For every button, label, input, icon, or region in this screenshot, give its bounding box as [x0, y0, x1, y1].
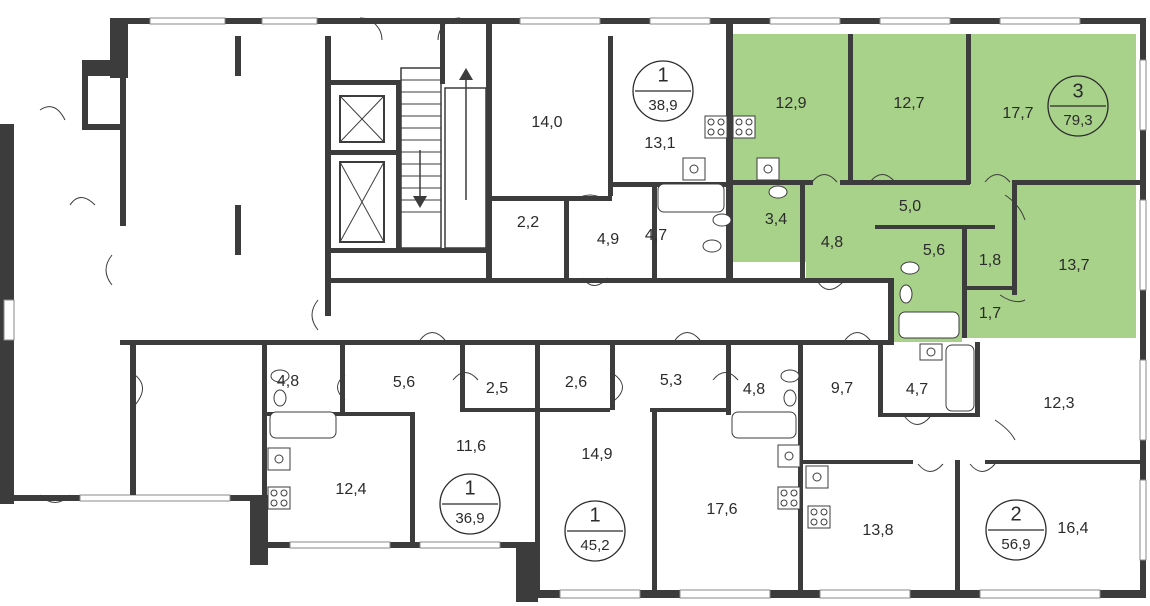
apartment-badge[interactable]: 3 79,3 [1047, 75, 1109, 137]
room-area: 5,6 [393, 374, 415, 391]
apartment-total-area: 38,9 [648, 97, 677, 114]
room-area: 17,6 [706, 501, 737, 518]
sink-icon [267, 157, 943, 489]
room-area: 9,7 [831, 380, 853, 397]
room-area: 12,7 [893, 95, 924, 112]
room-area: 1,8 [979, 252, 1001, 269]
room-area: 5,6 [923, 242, 945, 259]
room-area: 11,6 [456, 438, 486, 455]
apartment-total-area: 45,2 [580, 537, 609, 554]
room-area: 1,7 [979, 305, 1001, 322]
staircase [400, 67, 487, 249]
room-area: 4,8 [821, 234, 843, 251]
apartment-total-area: 56,9 [1001, 536, 1030, 553]
interior-walls [120, 24, 1140, 595]
room-area: 3,4 [765, 211, 787, 228]
room-area: 2,6 [565, 374, 587, 391]
room-area: 4,7 [906, 381, 928, 398]
apartment-badge[interactable]: 1 45,2 [564, 500, 626, 562]
room-area: 4,8 [277, 373, 299, 390]
room-area: 12,9 [775, 95, 806, 112]
room-area: 4,8 [743, 381, 765, 398]
room-area: 13,1 [644, 135, 675, 152]
apartment-total-area: 79,3 [1063, 112, 1092, 129]
room-labels: 14,0 13,1 2,2 4,9 4,7 12,9 12,7 17,7 3,4… [277, 95, 1090, 539]
room-area: 12,4 [335, 481, 366, 498]
room-area: 12,3 [1043, 395, 1074, 412]
apartment-total-area: 36,9 [455, 510, 484, 527]
apartment-badge[interactable]: 1 38,9 [632, 60, 694, 122]
room-area: 13,7 [1058, 257, 1089, 274]
room-area: 14,9 [581, 446, 612, 463]
room-area: 2,2 [517, 214, 539, 231]
room-area: 13,8 [862, 522, 893, 539]
room-area: 16,4 [1057, 520, 1088, 537]
elevator-icon [339, 95, 385, 243]
apartment-rooms: 1 [657, 64, 668, 86]
toilet-icon [270, 185, 920, 407]
apartment-rooms: 3 [1072, 80, 1083, 102]
bathtub-icon [269, 183, 975, 439]
apartment-rooms: 1 [589, 504, 600, 526]
room-area: 14,0 [531, 114, 562, 131]
room-area: 17,7 [1002, 105, 1033, 122]
room-area: 4,9 [597, 231, 619, 248]
room-area: 5,0 [899, 198, 921, 215]
arrow-up-icon [459, 68, 473, 200]
room-area: 4,7 [645, 227, 667, 244]
arrow-down-icon [413, 150, 427, 208]
apartment-rooms: 2 [1010, 503, 1021, 525]
apartment-rooms: 1 [464, 477, 475, 499]
apartment-badge[interactable]: 1 36,9 [439, 473, 501, 535]
apartment-badge[interactable]: 2 56,9 [985, 499, 1047, 561]
door-swings [39, 17, 1026, 503]
apartment-3-highlight[interactable] [732, 34, 1136, 342]
outer-walls [0, 17, 1147, 602]
room-area: 5,3 [660, 372, 682, 389]
room-area: 2,5 [486, 380, 508, 397]
stove-icon [267, 115, 831, 529]
apartment-3-area[interactable] [732, 34, 1136, 342]
